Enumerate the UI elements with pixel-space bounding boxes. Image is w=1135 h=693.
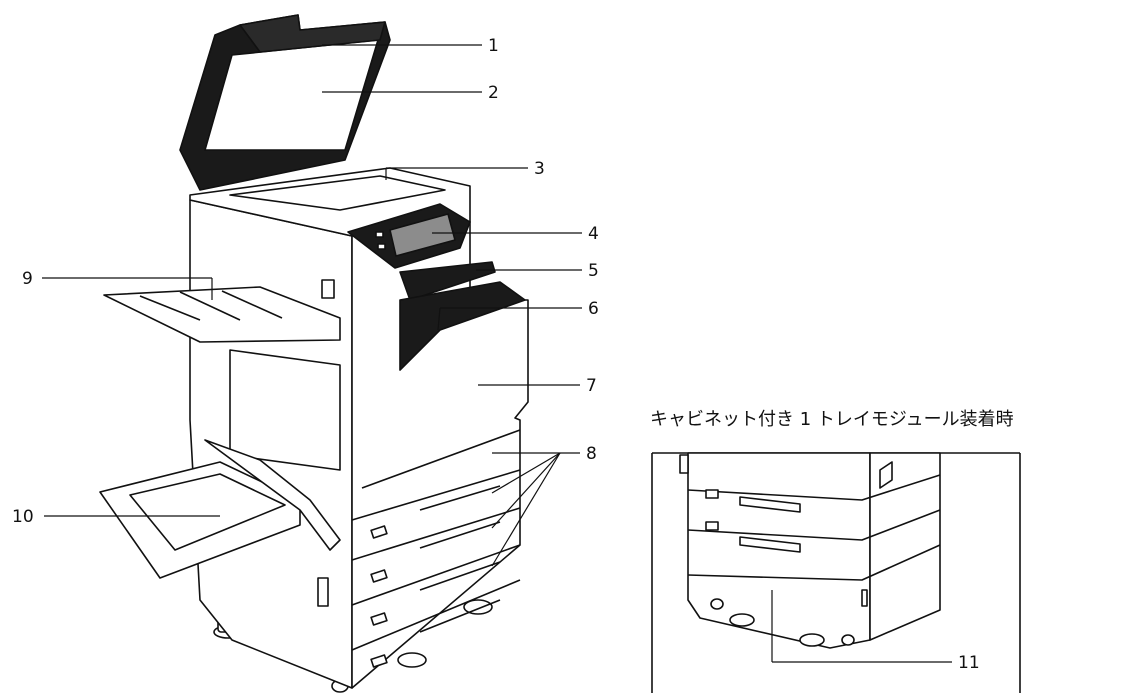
inset-side-slot [861,589,868,607]
caster [463,599,493,615]
caster [397,652,427,668]
inset-tray-handle [705,489,719,499]
output-tray-upper [399,261,496,301]
bypass-tray-lower-inner [129,473,286,551]
bypass-tray-guides [139,290,283,321]
cabinet-inset [651,452,1021,693]
inset-cabinet-body [687,452,871,649]
tray-handles [370,525,388,668]
callout-9: 9 [22,269,33,289]
inset-cabinet-side [869,452,941,641]
callout-lines [42,44,582,567]
inset-foot [799,633,825,647]
inset-foot [729,613,755,627]
side-slot [317,577,329,607]
inset-caption: キャビネット付き 1 トレイモジュール装着時 [650,409,1014,430]
bypass-tray-hinge [204,439,341,551]
printer-illustration [99,14,529,693]
panel-button [375,231,384,238]
callout-11: 11 [958,653,980,673]
callout-7: 7 [586,376,597,396]
callout-2: 2 [488,83,499,103]
callout-3: 3 [534,159,545,179]
callout-numbers: 1 2 3 4 5 6 7 8 9 10 [12,36,599,527]
feeder-top [239,14,386,53]
inset-side-latch [879,461,893,489]
inset-tray-handle [705,521,719,531]
callout-10: 10 [12,507,34,527]
paper-trays [351,429,521,651]
bypass-tray-extended [103,286,341,343]
inset-caster [710,598,724,610]
side-slot [321,279,335,299]
inset-left-clip [679,454,689,474]
inset-handle-slot [739,496,801,553]
inset-caster [841,634,855,646]
callout-8: 8 [586,444,597,464]
touch-screen [389,213,456,257]
printer-front-body [351,221,529,689]
panel-button [377,243,386,250]
side-door [229,349,341,471]
callout-5: 5 [588,261,599,281]
inset-callout: 11 [771,590,980,673]
output-tray-lower [399,281,526,371]
callout-1: 1 [488,36,499,56]
platen-surface [229,175,446,211]
callout-6: 6 [588,299,599,319]
inset-tray [687,474,941,581]
callout-4: 4 [588,224,599,244]
